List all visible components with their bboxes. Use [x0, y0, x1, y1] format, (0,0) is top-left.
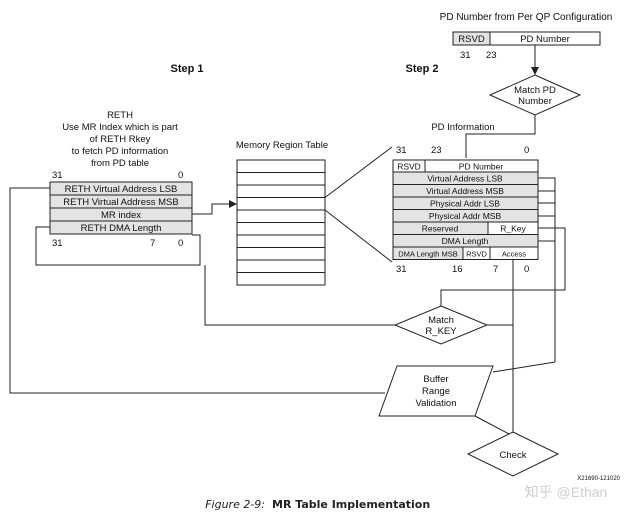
reth-connectors: [9, 187, 395, 394]
svg-text:RSVD: RSVD: [466, 250, 487, 259]
svg-text:DMA Length MSB: DMA Length MSB: [398, 250, 458, 259]
pd-config-bit-31: 31: [460, 50, 471, 61]
buffer-range-validation: Buffer Range Validation: [378, 365, 494, 417]
pd-info-bit-0-bottom: 0: [524, 264, 529, 275]
reth-bit-31-bottom: 31: [52, 238, 63, 249]
zoom-line-top: [324, 146, 393, 198]
svg-text:Access: Access: [502, 250, 526, 259]
reth-row-va-lsb: RETH Virtual Address LSB: [65, 184, 178, 195]
svg-text:RETH: RETH: [107, 110, 133, 121]
match-rkey-line1: Match: [428, 315, 454, 326]
match-rkey-decision: Match R_KEY: [393, 305, 489, 345]
reth-bit-7-bottom: 7: [150, 238, 155, 249]
svg-text:Range: Range: [422, 386, 450, 397]
svg-text:Use MR Index which is part: Use MR Index which is part: [62, 122, 178, 133]
reth-bit-0-top: 0: [178, 170, 183, 181]
reth-row-va-msb: RETH Virtual Address MSB: [63, 197, 178, 208]
pd-info-title: PD Information: [431, 122, 494, 133]
pd-config-title: PD Number from Per QP Configuration: [440, 12, 613, 23]
check-label: Check: [500, 450, 527, 461]
match-pd-line2: Number: [518, 96, 552, 107]
pd-info-bit-31-top: 31: [396, 145, 407, 156]
step2-label: Step 2: [405, 63, 438, 75]
pd-config-field-pd-number: PD Number: [520, 34, 570, 45]
check-decision: Check: [466, 431, 560, 477]
pd-info-bit-0-top: 0: [524, 145, 529, 156]
match-rkey-line2: R_KEY: [425, 326, 457, 337]
pd-config-bit-23: 23: [486, 50, 497, 61]
svg-text:PD Number: PD Number: [459, 162, 504, 172]
svg-text:to fetch PD information: to fetch PD information: [72, 146, 169, 157]
svg-text:Virtual Address MSB: Virtual Address MSB: [426, 186, 504, 196]
zoom-line-bottom: [324, 209, 393, 263]
reth-row-mr-index: MR index: [101, 210, 141, 221]
svg-text:Physical Addr MSB: Physical Addr MSB: [429, 211, 502, 221]
pd-info-table: RSVD PD Number Virtual Address LSB Virtu…: [392, 159, 539, 260]
match-pd-line1: Match PD: [514, 85, 556, 96]
pd-to-validation-line: [492, 361, 556, 373]
reth-bit-31-top: 31: [52, 170, 63, 181]
match-pd-decision: Match PD Number: [488, 74, 582, 116]
caption-title: MR Table Implementation: [272, 498, 430, 511]
pd-config-register: RSVD PD Number: [452, 31, 601, 46]
svg-text:of RETH Rkey: of RETH Rkey: [90, 134, 151, 145]
figure-id: X21690-121020: [577, 476, 620, 482]
pd-info-bit-23-top: 23: [431, 145, 442, 156]
svg-text:Validation: Validation: [415, 398, 456, 409]
pd-info-bit-7-bottom: 7: [493, 264, 498, 275]
pd-match-connector: [465, 115, 536, 158]
caption-figure-number: Figure 2-9:: [205, 498, 265, 511]
svg-text:Virtual Address LSB: Virtual Address LSB: [427, 174, 503, 184]
reth-note: RETH Use MR Index which is part of RETH …: [62, 110, 178, 169]
memory-region-table-label: Memory Region Table: [236, 140, 328, 151]
validation-to-check-line: [474, 415, 514, 437]
svg-text:Reserved: Reserved: [422, 224, 459, 234]
pd-info-connectors: [440, 177, 566, 432]
svg-text:R_Key: R_Key: [500, 224, 526, 234]
svg-text:from PD table: from PD table: [91, 158, 149, 169]
svg-text:Buffer: Buffer: [423, 374, 448, 385]
step1-label: Step 1: [170, 63, 203, 75]
svg-text:DMA Length: DMA Length: [442, 236, 489, 246]
watermark-text: 知乎 @Ethan: [525, 484, 608, 500]
reth-row-dma-length: RETH DMA Length: [81, 223, 162, 234]
pd-info-bit-16-bottom: 16: [452, 264, 463, 275]
pd-config-field-rsvd: RSVD: [458, 34, 485, 45]
reth-bit-0-bottom: 0: [178, 238, 183, 249]
svg-text:Physical Addr LSB: Physical Addr LSB: [430, 199, 500, 209]
reth-table: RETH Virtual Address LSB RETH Virtual Ad…: [49, 181, 193, 235]
pd-info-bit-31-bottom: 31: [396, 264, 407, 275]
memory-region-table: [236, 159, 326, 286]
svg-text:RSVD: RSVD: [397, 162, 421, 172]
